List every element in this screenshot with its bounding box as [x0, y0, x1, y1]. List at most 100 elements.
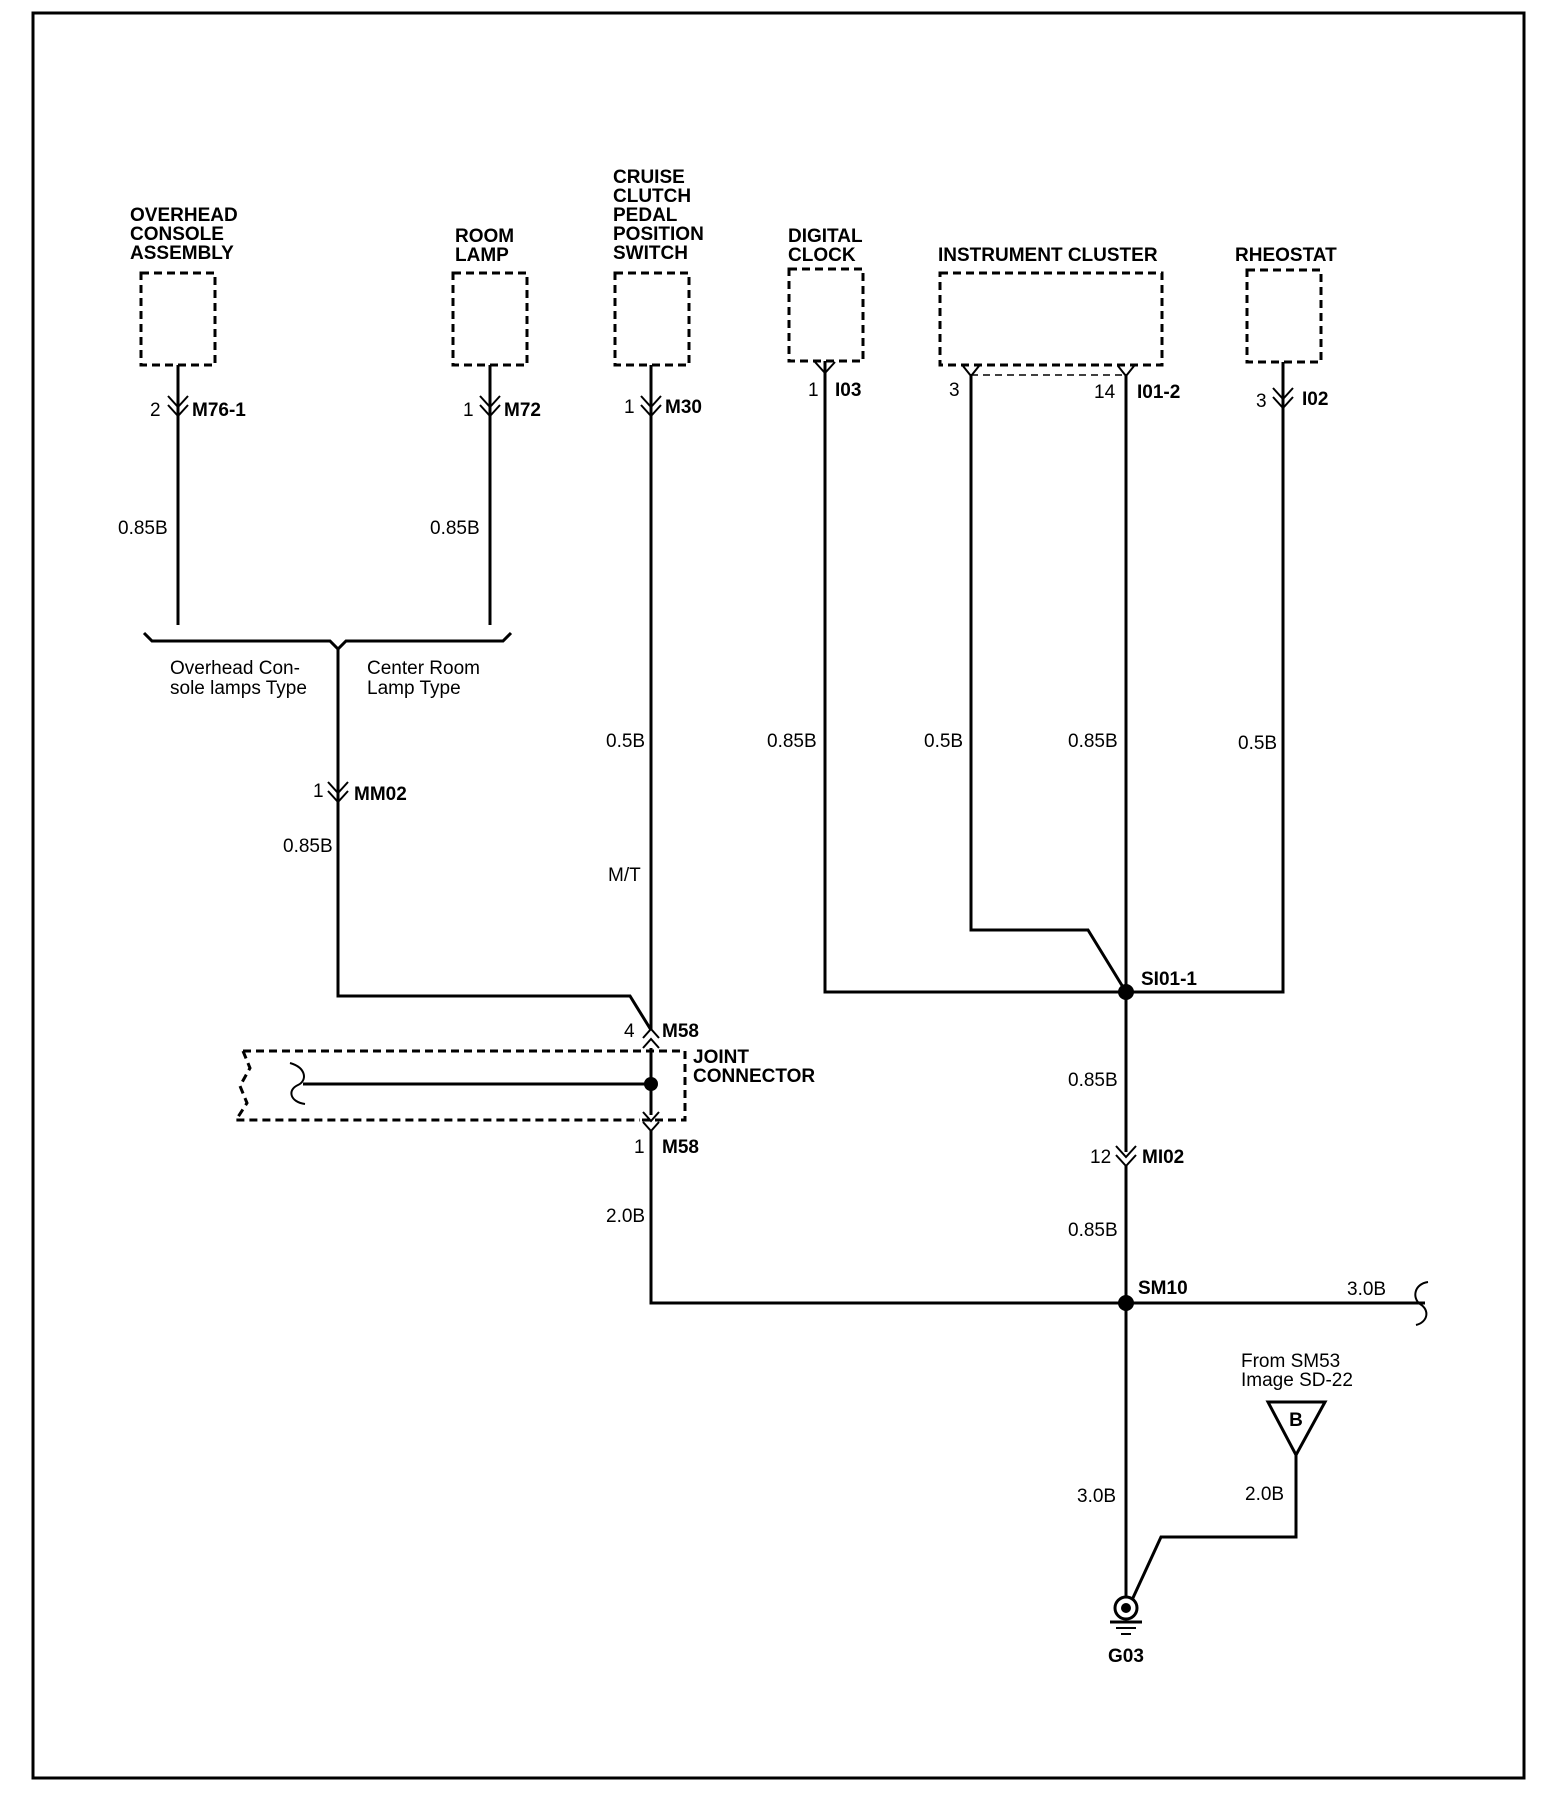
svg-text:1: 1	[808, 380, 819, 401]
wire-cluster-pin3	[969, 374, 1128, 993]
wire-rheostat	[1126, 362, 1285, 994]
svg-text:CRUISE: CRUISE	[613, 167, 685, 188]
svg-text:I03: I03	[835, 380, 861, 401]
offpage-reference-label: From SM53 Image SD-22	[1241, 1351, 1353, 1391]
rheostat-box	[1245, 268, 1323, 364]
wire-clock	[823, 361, 1126, 994]
diagram-frame	[31, 11, 1526, 1780]
wire-label-ground: 3.0B	[1077, 1486, 1116, 1507]
wire-label-from-b: 2.0B	[1245, 1484, 1284, 1505]
wire-m58-to-sm10	[649, 1131, 1126, 1305]
connector-m30: 1 M30	[624, 395, 702, 418]
ground-g03-symbol	[1110, 1595, 1142, 1635]
wire-label-room: 0.85B	[430, 518, 480, 539]
wire-label-rheostat: 0.5B	[1238, 733, 1277, 754]
svg-text:MM02: MM02	[354, 784, 407, 805]
svg-text:From SM53: From SM53	[1241, 1351, 1340, 1372]
digital-clock-label: DIGITAL CLOCK	[788, 226, 863, 266]
wire-label-mi02-down: 0.85B	[1068, 1220, 1118, 1241]
digital-clock-box	[787, 267, 865, 363]
room-lamp-label: ROOM LAMP	[455, 226, 514, 266]
instrument-cluster-label: INSTRUMENT CLUSTER	[938, 245, 1158, 266]
svg-text:CONSOLE: CONSOLE	[130, 224, 224, 245]
cruise-switch-label: CRUISE CLUTCH PEDAL POSITION SWITCH	[613, 167, 704, 264]
svg-text:2: 2	[150, 400, 161, 421]
svg-text:I02: I02	[1302, 389, 1328, 410]
joint-connector-box	[233, 1049, 687, 1122]
svg-text:CLUTCH: CLUTCH	[613, 186, 691, 207]
svg-text:Lamp Type: Lamp Type	[367, 678, 461, 699]
connector-m58-bottom: 1 M58	[634, 1111, 699, 1158]
svg-text:1: 1	[313, 781, 324, 802]
wire-label-overhead: 0.85B	[118, 518, 168, 539]
svg-text:DIGITAL: DIGITAL	[788, 226, 863, 247]
joint-connector-label: JOINT CONNECTOR	[693, 1047, 815, 1087]
svg-text:SWITCH: SWITCH	[613, 243, 688, 264]
svg-text:Center Room: Center Room	[367, 658, 480, 679]
offpage-b-symbol	[1265, 1400, 1328, 1459]
svg-text:1: 1	[463, 400, 474, 421]
offpage-b-letter: B	[1289, 1410, 1303, 1431]
connector-mm02: 1 MM02	[313, 781, 407, 805]
ground-g03-label: G03	[1108, 1646, 1144, 1667]
svg-text:JOINT: JOINT	[693, 1047, 749, 1068]
wire-label-m58-down: 2.0B	[606, 1206, 645, 1227]
svg-text:OVERHEAD: OVERHEAD	[130, 205, 238, 226]
connector-m72: 1 M72	[463, 395, 541, 421]
rheostat-label: RHEOSTAT	[1235, 245, 1337, 266]
instrument-cluster-box	[938, 271, 1164, 367]
wire-label-si01-down: 0.85B	[1068, 1070, 1118, 1091]
svg-text:Overhead Con-: Overhead Con-	[170, 658, 300, 679]
overhead-console-box	[139, 271, 217, 367]
joint-connector-node	[644, 1077, 658, 1091]
splice-sm10-label: SM10	[1138, 1278, 1188, 1299]
svg-text:M30: M30	[665, 397, 702, 418]
svg-text:ROOM: ROOM	[455, 226, 514, 247]
wire-mm02	[336, 649, 653, 1031]
connector-mi02: 12 MI02	[1090, 1145, 1184, 1168]
svg-text:M58: M58	[662, 1021, 699, 1042]
svg-text:M72: M72	[504, 400, 541, 421]
room-lamp-box	[451, 271, 529, 367]
svg-text:PEDAL: PEDAL	[613, 205, 678, 226]
cluster-pin3-terminal	[962, 365, 980, 378]
option-bracket	[142, 631, 513, 652]
wire-label-sm10-right: 3.0B	[1347, 1279, 1386, 1300]
svg-text:1: 1	[634, 1137, 645, 1158]
option-left-label: Overhead Con- sole lamps Type	[170, 658, 307, 699]
connector-i02: 3 I02	[1256, 387, 1328, 412]
cruise-switch-box	[613, 271, 691, 367]
svg-text:3: 3	[949, 380, 960, 401]
option-right-label: Center Room Lamp Type	[367, 658, 480, 699]
wire-label-mt: M/T	[608, 865, 641, 886]
wire-label-cluster3: 0.5B	[924, 731, 963, 752]
svg-text:ASSEMBLY: ASSEMBLY	[130, 243, 234, 264]
svg-text:LAMP: LAMP	[455, 245, 509, 266]
wire-offpage-b	[1130, 1455, 1298, 1601]
svg-text:1: 1	[624, 397, 635, 418]
overhead-console-label: OVERHEAD CONSOLE ASSEMBLY	[130, 205, 238, 264]
connector-i03: 1 I03	[808, 361, 861, 401]
wire-label-mm02: 0.85B	[283, 836, 333, 857]
svg-text:CONNECTOR: CONNECTOR	[693, 1066, 815, 1087]
svg-text:MI02: MI02	[1142, 1147, 1184, 1168]
svg-text:POSITION: POSITION	[613, 224, 704, 245]
svg-text:CLOCK: CLOCK	[788, 245, 856, 266]
svg-text:12: 12	[1090, 1147, 1111, 1168]
wire-label-cluster14: 0.85B	[1068, 731, 1118, 752]
svg-text:M58: M58	[662, 1137, 699, 1158]
wire-sm10-right-break	[1414, 1281, 1429, 1326]
cluster-pin14-terminal	[1117, 365, 1135, 378]
splice-si01-1-label: SI01-1	[1141, 969, 1197, 990]
svg-text:4: 4	[624, 1021, 635, 1042]
svg-text:14: 14	[1094, 382, 1116, 403]
splice-si01-1	[1118, 984, 1134, 1000]
connector-i01-2: 3 14 I01-2	[949, 380, 1180, 403]
connector-m76-1: 2 M76-1	[150, 395, 246, 421]
svg-text:Image SD-22: Image SD-22	[1241, 1370, 1353, 1391]
svg-text:3: 3	[1256, 391, 1267, 412]
svg-text:sole lamps Type: sole lamps Type	[170, 678, 307, 699]
svg-text:I01-2: I01-2	[1137, 382, 1180, 403]
wire-label-cruise: 0.5B	[606, 731, 645, 752]
